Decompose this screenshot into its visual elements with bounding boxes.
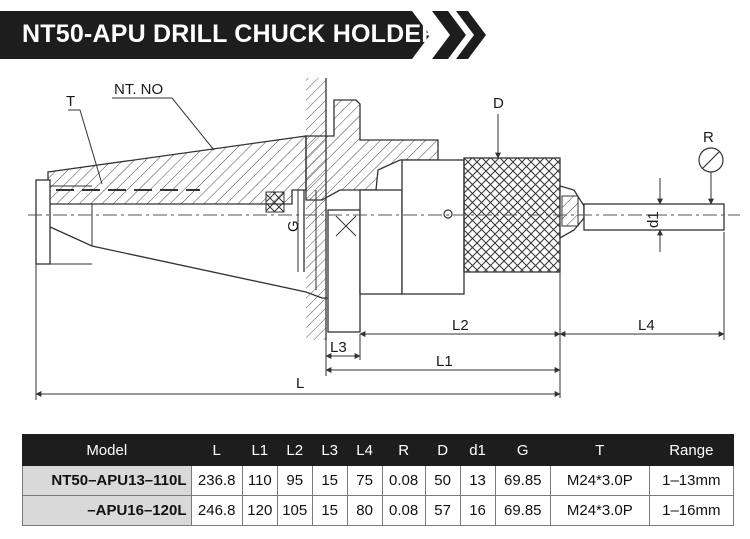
header-T: T	[550, 434, 650, 466]
cell-L: 246.8	[190, 495, 243, 526]
table-header-row: Model L L1 L2 L3 L4 R D d1 G T Range	[22, 434, 735, 466]
header-R: R	[381, 434, 426, 466]
label-D: D	[493, 95, 504, 112]
cell-L2: 105	[276, 495, 313, 526]
header-L1: L1	[241, 434, 278, 466]
header-L4: L4	[346, 434, 383, 466]
cell-model: –APU16–120L	[22, 495, 192, 526]
drill-bit	[583, 147, 725, 231]
cell-D: 50	[424, 465, 461, 496]
cell-G: 69.85	[494, 465, 552, 496]
header-range: Range	[648, 434, 735, 466]
cell-R: 0.08	[381, 495, 426, 526]
label-R: R	[703, 129, 714, 146]
label-G: G	[285, 220, 302, 232]
cell-L2: 95	[276, 465, 313, 496]
taper-shank	[35, 135, 307, 293]
cell-L3: 15	[311, 465, 348, 496]
label-L4: L4	[638, 317, 655, 334]
chuck-body	[359, 157, 585, 295]
header-D: D	[424, 434, 461, 466]
cell-L1: 120	[241, 495, 278, 526]
cell-L: 236.8	[190, 465, 243, 496]
cell-d1: 13	[459, 465, 496, 496]
cell-range: 1–16mm	[648, 495, 735, 526]
title-banner-shape	[0, 11, 486, 59]
table-row: –APU16–120L 246.8 120 105 15 80 0.08 57 …	[22, 495, 735, 526]
header-L: L	[190, 434, 243, 466]
label-L3: L3	[330, 339, 347, 356]
cell-L4: 80	[346, 495, 383, 526]
technical-drawing: T NT. NO D R G d1 L2 L4 L3 L1 L	[28, 78, 740, 400]
cell-R: 0.08	[381, 465, 426, 496]
spec-table: Model L L1 L2 L3 L4 R D d1 G T Range NT5…	[22, 434, 735, 526]
dimension-lines	[35, 97, 725, 400]
cell-D: 57	[424, 495, 461, 526]
label-L2: L2	[452, 317, 469, 334]
header-model: Model	[22, 434, 192, 466]
cell-T: M24*3.0P	[550, 495, 650, 526]
page-title: NT50-APU DRILL CHUCK HOLDER	[22, 20, 440, 48]
label-L: L	[296, 375, 304, 392]
cell-model: NT50–APU13–110L	[22, 465, 192, 496]
header-d1: d1	[459, 434, 496, 466]
label-d1: d1	[645, 211, 662, 228]
label-L1: L1	[436, 353, 453, 370]
cell-range: 1–13mm	[648, 465, 735, 496]
cell-L4: 75	[346, 465, 383, 496]
label-T: T	[66, 93, 75, 110]
title-banner: NT50-APU DRILL CHUCK HOLDER	[0, 11, 487, 59]
table-row: NT50–APU13–110L 236.8 110 95 15 75 0.08 …	[22, 465, 735, 496]
header-L3: L3	[311, 434, 348, 466]
cell-L1: 110	[241, 465, 278, 496]
flange-lower	[303, 190, 361, 333]
cell-T: M24*3.0P	[550, 465, 650, 496]
label-nt-no: NT. NO	[114, 81, 163, 98]
header-G: G	[494, 434, 552, 466]
cell-L3: 15	[311, 495, 348, 526]
cell-G: 69.85	[494, 495, 552, 526]
header-L2: L2	[276, 434, 313, 466]
cell-d1: 16	[459, 495, 496, 526]
